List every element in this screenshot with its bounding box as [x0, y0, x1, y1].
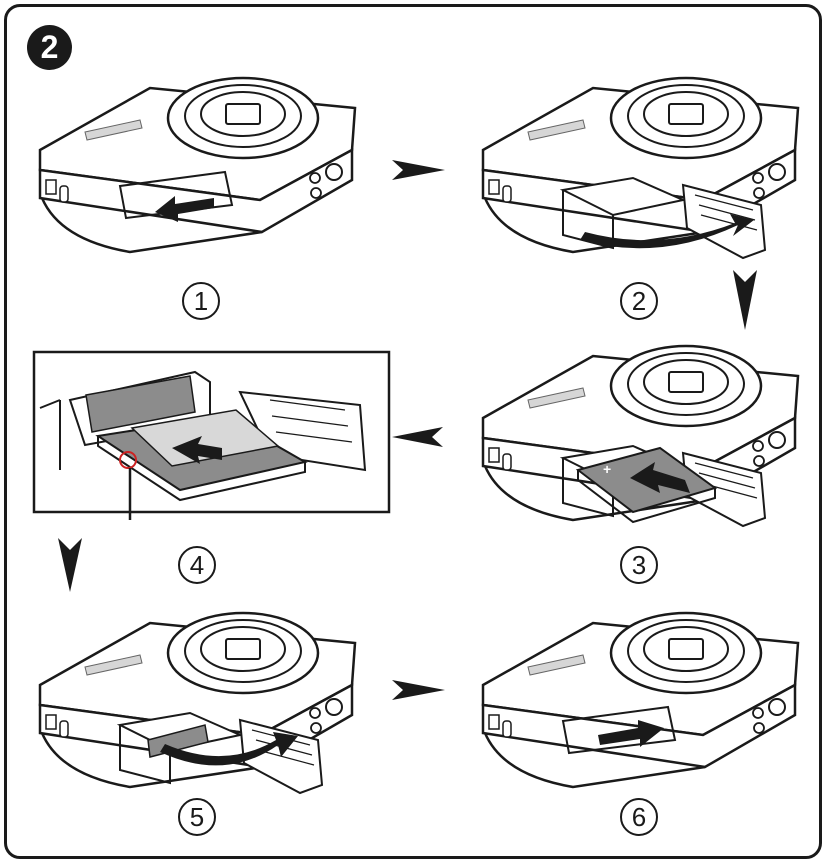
step-6-illustration	[483, 613, 798, 787]
step-1-number: 1	[182, 282, 220, 320]
flow-arrow-1-to-2	[392, 160, 445, 180]
step-4-illustration	[34, 352, 389, 520]
step-3-illustration: +	[483, 346, 798, 526]
step-5-illustration	[40, 613, 355, 793]
step-4-number: 4	[178, 546, 216, 584]
step-5-number: 5	[178, 798, 216, 836]
flow-arrow-2-to-3	[733, 270, 757, 330]
step-2-illustration	[483, 78, 798, 258]
step-6-number: 6	[620, 798, 658, 836]
step-3-number: 3	[620, 546, 658, 584]
svg-text:+: +	[603, 461, 611, 477]
step-1-illustration	[40, 78, 355, 252]
flow-arrow-5-to-6	[392, 680, 445, 700]
step-2-number: 2	[620, 282, 658, 320]
flow-arrow-3-to-4	[392, 427, 443, 447]
flow-arrow-4-to-5	[58, 538, 82, 592]
